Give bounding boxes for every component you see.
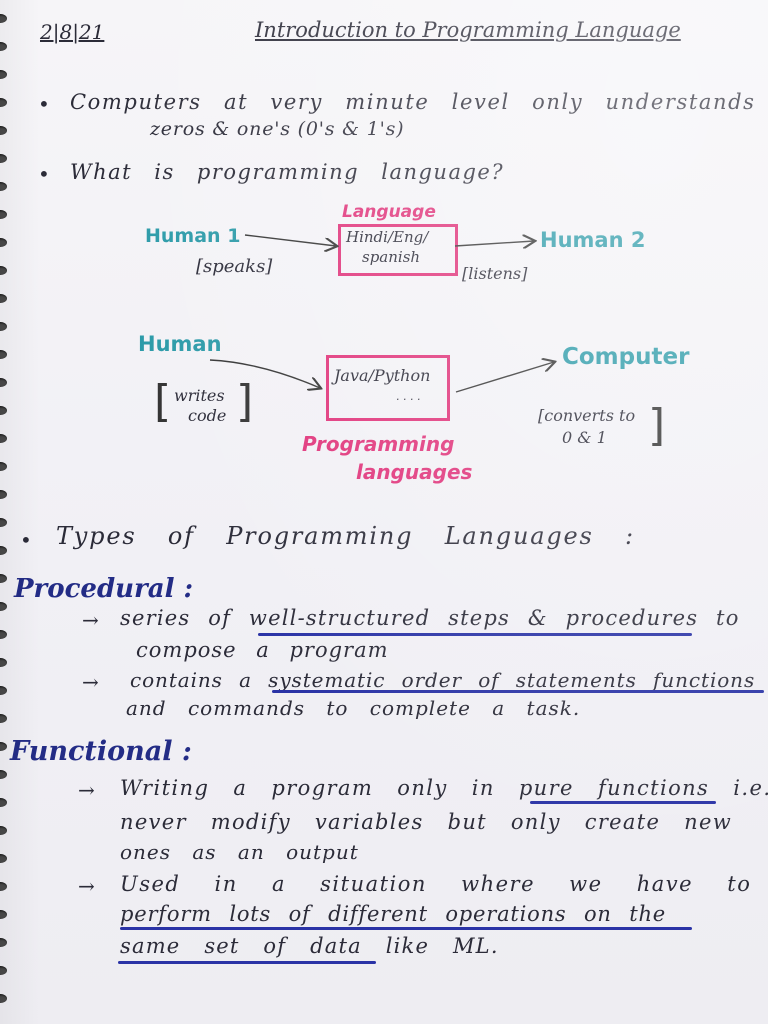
- intro-bullet-1-line-2: zeros & one's (0's & 1's): [150, 118, 405, 140]
- diagram2-box-dots: . . . .: [396, 390, 421, 403]
- arrow-human1-to-box: [244, 234, 336, 246]
- diagram2-box-text: Java/Python: [334, 366, 431, 385]
- procedural-point-2-line-1: contains a systematic order of statement…: [130, 668, 756, 692]
- procedural-point-2-line-2: and commands to complete a task.: [126, 696, 581, 720]
- functional-point-1-line-1: Writing a program only in pure functions…: [120, 776, 768, 800]
- functional-point-1-line-2: never modify variables but only create n…: [120, 810, 733, 834]
- underline-systematic-order: [272, 690, 764, 693]
- intro-bullet-2: What is programming language?: [70, 160, 505, 184]
- page-date: 2|8|21: [40, 20, 105, 44]
- bullet-dot-3: •: [20, 528, 32, 552]
- diagram2-note-bracket-close: ]: [236, 376, 254, 427]
- functional-point-2-line-2: perform lots of different operations on …: [120, 902, 667, 926]
- procedural-point-1-line-2: compose a program: [136, 638, 389, 662]
- underline-same-set: [118, 961, 376, 964]
- procedural-arrow-1: →: [82, 608, 99, 632]
- functional-arrow-1: →: [78, 778, 95, 802]
- diagram1-box-label: Language: [342, 202, 436, 222]
- functional-arrow-2: →: [78, 874, 95, 898]
- types-heading: Types of Programming Languages :: [56, 522, 635, 550]
- bullet-dot-2: •: [38, 162, 50, 186]
- arrow-box-to-human2: [454, 241, 534, 246]
- procedural-arrow-2: →: [82, 670, 99, 694]
- diagram2-caption-1: Programming: [302, 432, 455, 456]
- underline-well-structured: [258, 633, 692, 636]
- diagram2-converts-note-2: 0 & 1: [562, 428, 607, 447]
- diagram2-computer: Computer: [562, 344, 690, 370]
- diagram2-note-bracket-open: [: [154, 376, 172, 427]
- diagram1-speaks-note: [speaks]: [196, 256, 273, 277]
- diagram1-human-2: Human 2: [540, 228, 646, 252]
- diagram2-language-box: [326, 355, 450, 421]
- underline-perform-lots: [120, 927, 692, 930]
- diagram2-human: Human: [138, 332, 222, 356]
- diagram2-converts-note-1: [converts to: [538, 406, 636, 425]
- functional-point-2-line-1: Used in a situation where we have to: [120, 872, 752, 896]
- diagram2-converts-bracket-close: ]: [648, 400, 666, 451]
- intro-bullet-1-line-1: Computers at very minute level only unde…: [70, 90, 756, 114]
- arrow-human-to-box: [209, 359, 320, 388]
- diagram1-box-text-2: spanish: [362, 248, 421, 266]
- functional-point-1-line-3: ones as an output: [120, 840, 359, 864]
- functional-point-2-line-3: same set of data like ML.: [120, 934, 499, 958]
- diagram1-listens-note: [listens]: [462, 264, 528, 283]
- bullet-dot-1: •: [38, 92, 50, 116]
- functional-heading: Functional :: [10, 736, 192, 767]
- diagram1-human-1: Human 1: [145, 225, 241, 247]
- arrow-box-to-computer: [455, 362, 554, 393]
- diagram2-writes-note-1: writes: [174, 386, 225, 405]
- procedural-point-1-line-1: series of well-structured steps & proced…: [120, 606, 740, 630]
- diagram2-caption-2: languages: [356, 460, 473, 484]
- page-title: Introduction to Programming Language: [255, 18, 681, 42]
- diagram2-writes-note-2: code: [188, 406, 227, 425]
- underline-pure-functions: [530, 801, 716, 804]
- diagram1-box-text-1: Hindi/Eng/: [346, 228, 429, 246]
- spiral-binding-holes: [0, 0, 14, 1024]
- procedural-heading: Procedural :: [14, 574, 194, 604]
